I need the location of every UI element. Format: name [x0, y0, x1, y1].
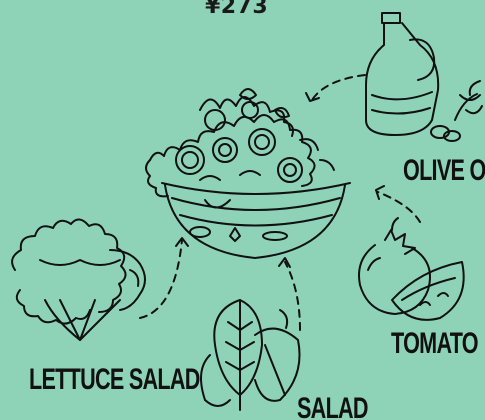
- tomato-label: TOMATO: [391, 327, 478, 361]
- tomato-icon: [359, 218, 464, 320]
- salad-bowl-icon: [146, 89, 350, 258]
- lettuce-salad-label: LETTUCE SALAD: [29, 363, 200, 397]
- salad-label: SALAD: [297, 392, 368, 420]
- spinach-icon: [201, 300, 300, 410]
- curved-arrow-icon: [140, 75, 420, 330]
- olive-oil-label: OLIVE OIL: [403, 154, 485, 188]
- lettuce-icon: [12, 219, 145, 340]
- olive-oil-bottle-icon: [366, 13, 482, 141]
